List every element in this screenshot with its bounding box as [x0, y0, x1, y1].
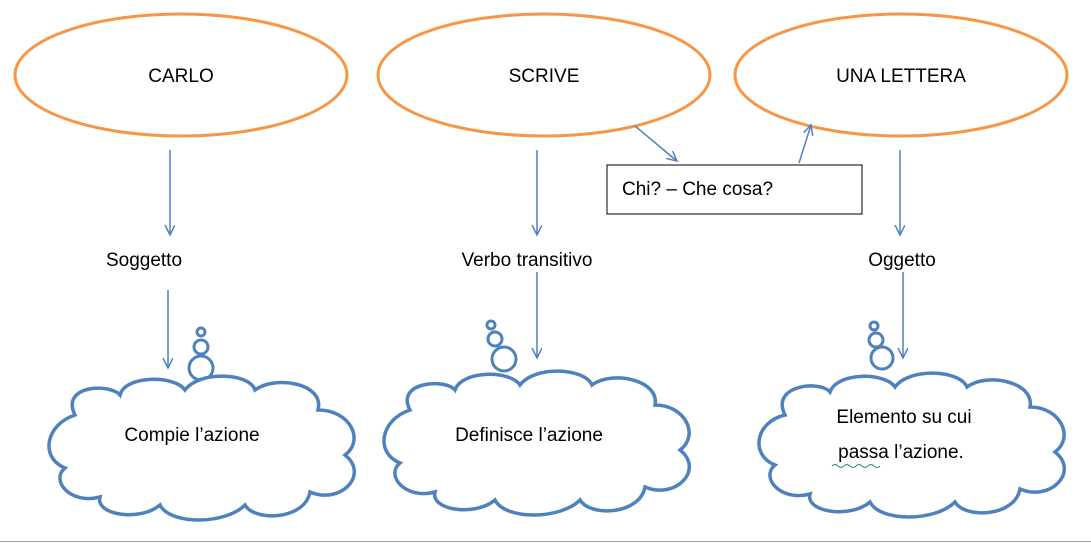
- cloud-compie: Compie l’azione: [47, 374, 357, 522]
- ellipse-una-lettera: UNA LETTERA: [733, 12, 1069, 138]
- ellipse-una-lettera-label: UNA LETTERA: [836, 66, 966, 87]
- cloud-compie-line1: Compie l’azione: [124, 425, 259, 446]
- ellipse-scrive: SCRIVE: [376, 12, 712, 138]
- ellipse-carlo: CARLO: [13, 12, 349, 138]
- role-verbo-transitivo: Verbo transitivo: [462, 250, 593, 271]
- question-box: Chi? – Che cosa?: [606, 164, 863, 215]
- cloud-elemento-line2: passa l’azione.: [838, 442, 964, 463]
- arrow-question-to-lettera: [798, 125, 811, 164]
- arrow-scrive-to-question: [634, 125, 677, 161]
- thought-bubbles-3: [867, 320, 895, 371]
- role-oggetto: Oggetto: [868, 250, 936, 271]
- cloud-definisce: Definisce l’azione: [382, 369, 692, 517]
- bottom-divider: [0, 541, 1091, 542]
- cloud-elemento-line1: Elemento su cui: [836, 407, 971, 428]
- ellipse-scrive-label: SCRIVE: [509, 66, 580, 87]
- cloud-definisce-line1: Definisce l’azione: [455, 425, 603, 446]
- question-box-label: Chi? – Che cosa?: [622, 179, 773, 200]
- thought-bubbles-2: [485, 319, 518, 373]
- ellipse-carlo-label: CARLO: [148, 66, 213, 87]
- thought-bubbles-1: [187, 326, 215, 382]
- role-soggetto: Soggetto: [106, 250, 182, 271]
- cloud-elemento: Elemento su cui passa l’azione.: [757, 371, 1067, 519]
- spellcheck-squiggle: [831, 464, 881, 468]
